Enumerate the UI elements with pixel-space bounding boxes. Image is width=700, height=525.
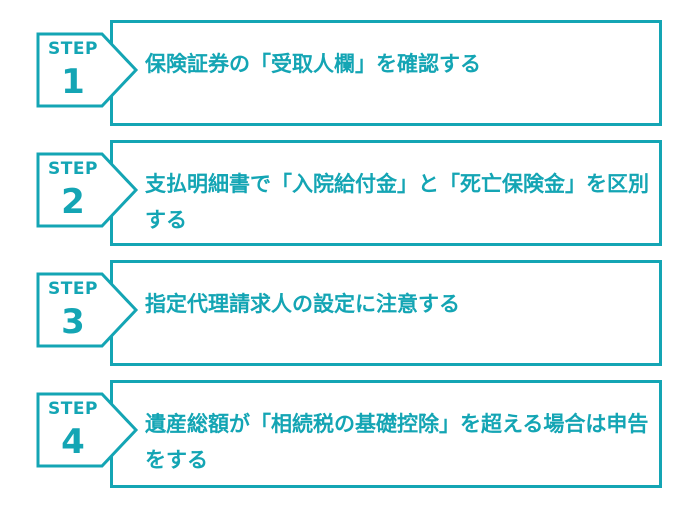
step-label: STEP [48, 159, 98, 179]
pentagon-arrow-icon [36, 32, 139, 108]
step-badge: STEP 4 [36, 392, 140, 470]
step-number: 3 [61, 302, 85, 342]
step-box [110, 260, 662, 366]
step-text: 指定代理請求人の設定に注意する [145, 292, 460, 316]
step-label: STEP [48, 279, 98, 299]
step-2: STEP 2 支払明細書で「入院給付金」と「死亡保険金」を区別する [0, 140, 700, 248]
step-badge: STEP 1 [36, 32, 140, 110]
step-box [110, 20, 662, 126]
step-label: STEP [48, 39, 98, 59]
step-number: 4 [61, 422, 85, 462]
step-text: 遺産総額が「相続税の基礎控除」を超える場合は申告をする [145, 412, 649, 472]
step-badge: STEP 3 [36, 272, 140, 350]
step-label: STEP [48, 399, 98, 419]
step-1: STEP 1 保険証券の「受取人欄」を確認する [0, 20, 700, 128]
step-box [110, 380, 662, 488]
step-badge: STEP 2 [36, 152, 140, 230]
step-3: STEP 3 指定代理請求人の設定に注意する [0, 260, 700, 368]
step-4: STEP 4 遺産総額が「相続税の基礎控除」を超える場合は申告をする [0, 380, 700, 488]
pentagon-arrow-icon [36, 392, 139, 468]
step-text: 保険証券の「受取人欄」を確認する [145, 52, 481, 76]
pentagon-arrow-icon [36, 152, 139, 228]
step-text: 支払明細書で「入院給付金」と「死亡保険金」を区別する [145, 172, 649, 232]
step-number: 2 [61, 182, 85, 222]
step-number: 1 [61, 62, 85, 102]
pentagon-arrow-icon [36, 272, 139, 348]
